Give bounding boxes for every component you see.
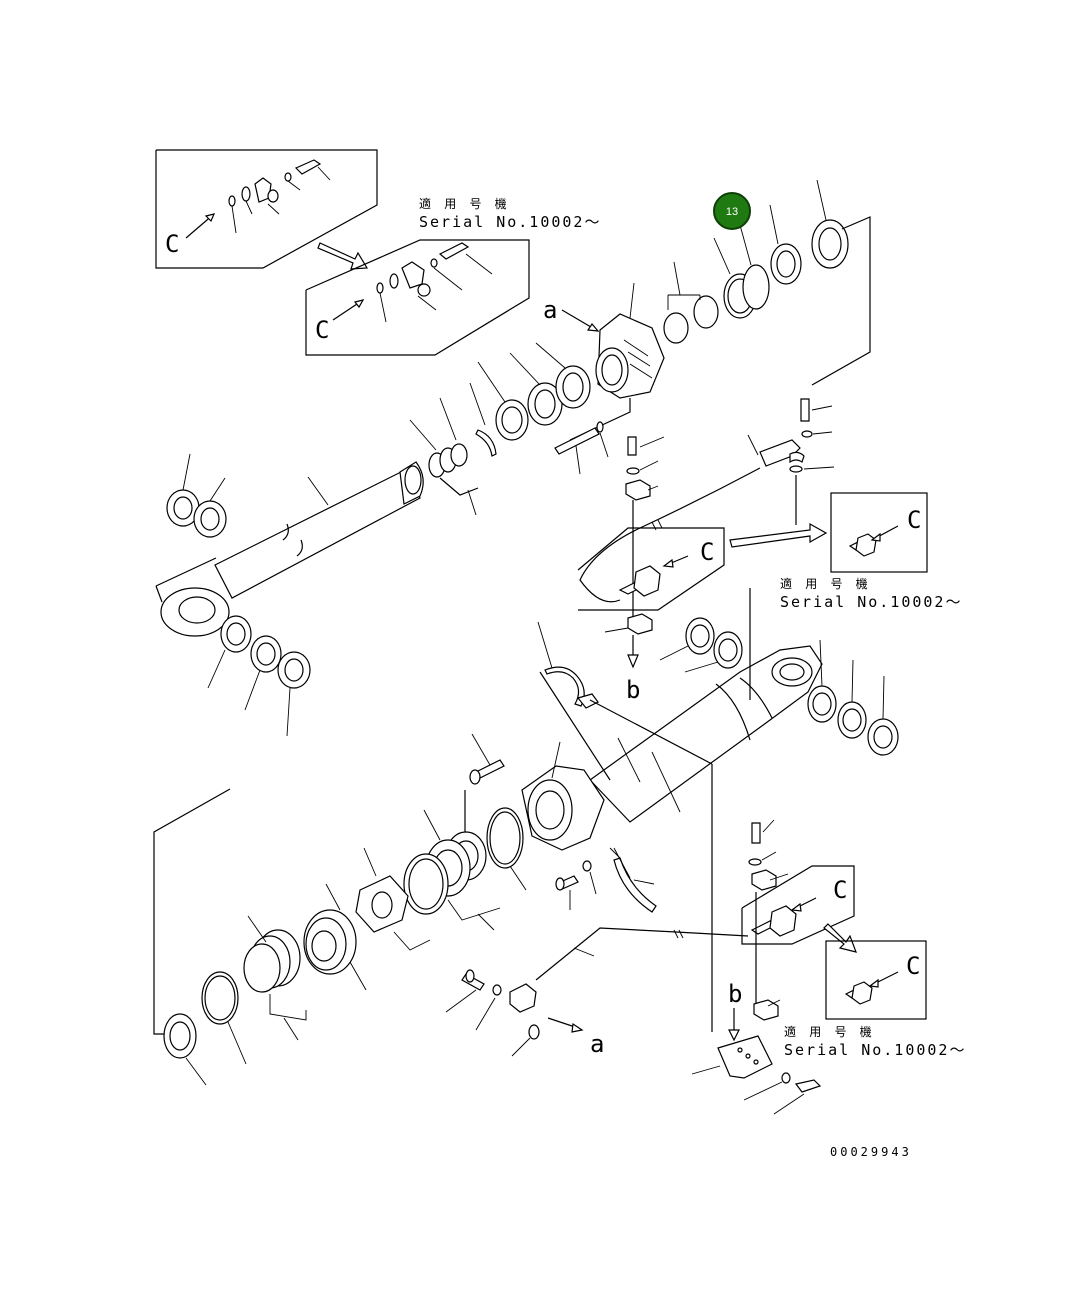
serial-note-title: 適 用 号 機 [419, 196, 510, 211]
serial-note-2: 適 用 号 機 Serial No.10002〜 [780, 576, 962, 611]
cylinder-head: a [543, 179, 871, 475]
detail-c-box-top-left: C [155, 149, 378, 269]
detail-c-box-lower: C [741, 819, 857, 1021]
detail-c-box-right-upper: C [830, 492, 928, 573]
detail-c-label: C [700, 538, 714, 566]
arrow-a-label: a [590, 1030, 604, 1058]
detail-c-label: C [315, 316, 329, 344]
mounting-bracket [691, 1035, 822, 1115]
drawing-number: 00029943 [830, 1145, 912, 1159]
serial-note-3: 適 用 号 機 Serial No.10002〜 [784, 1024, 966, 1059]
callout-number: 13 [726, 206, 738, 218]
piston-assembly [153, 733, 527, 1086]
detail-c-box-second: C [305, 239, 530, 356]
detail-c-box-middle: C [577, 522, 828, 611]
arrow-a-label: a [543, 296, 557, 324]
detail-c-label: C [833, 876, 847, 904]
detail-c-box-right-lower: C [825, 940, 927, 1020]
arrow-b-lower: b [728, 980, 742, 1042]
detail-c-label: C [165, 230, 179, 258]
detail-c-label: C [907, 506, 921, 534]
serial-note-title: 適 用 号 機 [784, 1024, 875, 1039]
piston-rod-assembly [155, 342, 591, 737]
cylinder-tube-assembly [521, 588, 899, 1032]
serial-note-text: Serial No.10002〜 [784, 1041, 966, 1059]
arrow-b-label: b [728, 980, 742, 1008]
serial-note-text: Serial No.10002〜 [780, 593, 962, 611]
hose-fittings-upper: b [579, 398, 835, 704]
serial-note-text: Serial No.10002〜 [419, 213, 601, 231]
hose-fittings-lower: a [445, 860, 749, 1058]
serial-note-title: 適 用 号 機 [780, 576, 871, 591]
arrow-b-label: b [626, 676, 640, 704]
detail-c-label: C [906, 952, 920, 980]
arrow-hollow-1 [317, 242, 369, 270]
callout-badge-13[interactable]: 13 [713, 192, 751, 230]
serial-note-1: 適 用 号 機 Serial No.10002〜 [419, 196, 601, 231]
